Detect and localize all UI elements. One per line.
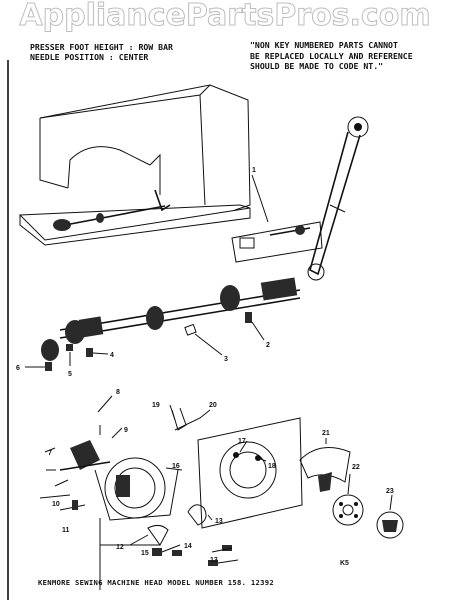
callout-22: 22 [352, 464, 360, 471]
connecting-rod [307, 116, 369, 281]
bracket-detail [231, 197, 323, 263]
page-mark: K5 [340, 560, 349, 567]
callout-9: 9 [124, 427, 128, 434]
hook-assembly [39, 440, 179, 521]
callout-4: 4 [110, 352, 114, 359]
needle-position-note: NEEDLE POSITION : CENTER [30, 52, 149, 62]
upper-shaft-in-body [53, 189, 171, 231]
callout-21: 21 [322, 430, 330, 437]
callout-11: 11 [62, 527, 70, 534]
callout-10: 10 [52, 501, 60, 508]
callout-13b: 13 [210, 557, 218, 564]
presser-foot-note: PRESSER FOOT HEIGHT : ROW BAR [30, 42, 173, 52]
callout-20: 20 [209, 402, 217, 409]
notice-line-1: "NON KEY NUMBERED PARTS CANNOT [250, 40, 398, 50]
callout-17: 17 [238, 438, 246, 445]
callout-6: 6 [16, 365, 20, 372]
callout-8: 8 [116, 389, 120, 396]
bobbin-case-box [197, 417, 303, 529]
callout-13: 13 [215, 518, 223, 525]
callout-15: 15 [141, 550, 149, 557]
callout-19: 19 [152, 402, 160, 409]
thread-guide [169, 404, 211, 431]
feed-dog-parts [299, 438, 404, 539]
machine-head-outline [18, 84, 251, 246]
replacement-notice: "NON KEY NUMBERED PARTS CANNOT BE REPLAC… [250, 40, 413, 72]
shaft-small-parts [25, 312, 265, 371]
callout-1: 1 [252, 167, 256, 174]
callout-14: 14 [184, 543, 192, 550]
callout-3: 3 [224, 356, 228, 363]
callout-16: 16 [172, 463, 180, 470]
setting-notes: PRESSER FOOT HEIGHT : ROW BAR NEEDLE POS… [30, 42, 173, 62]
lower-small-parts [147, 504, 239, 566]
callout-2: 2 [266, 342, 270, 349]
leader-lines [44, 174, 267, 546]
main-arm-shaft [41, 277, 301, 361]
callout-7: 7 [48, 450, 52, 457]
model-footer: KENMORE SEWING MACHINE HEAD MODEL NUMBER… [38, 578, 274, 587]
callout-12: 12 [116, 544, 124, 551]
callout-18: 18 [268, 463, 276, 470]
notice-line-3: SHOULD BE MADE TO CODE NT." [250, 61, 384, 71]
site-watermark: AppliancePartsPros.com [19, 0, 431, 34]
callout-5: 5 [68, 371, 72, 378]
notice-line-2: BE REPLACED LOCALLY AND REFERENCE [250, 50, 413, 61]
callout-23: 23 [386, 488, 394, 495]
